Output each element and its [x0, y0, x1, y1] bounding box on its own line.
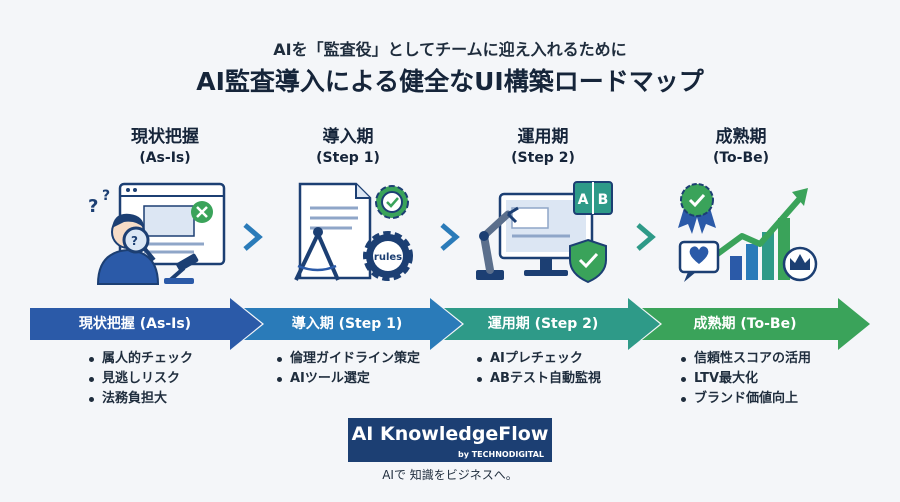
phase-sub: (Step 1) — [316, 150, 380, 166]
arrow-up-icon — [709, 188, 808, 261]
phase-name: 運用期 — [517, 127, 569, 147]
list-item: ブランド価値向上 — [678, 389, 811, 409]
bullet-list-as-is: 属人的チェック 見逃しリスク 法務負担大 — [86, 349, 193, 409]
phase-head-step2: 運用期 (Step 2) — [458, 126, 628, 168]
chevron-right-icon — [636, 223, 656, 251]
svg-text:?: ? — [88, 196, 98, 217]
list-item: AIツール選定 — [274, 369, 420, 389]
inspection-illustration: ? ? ? — [88, 182, 226, 285]
phase-head-step1: 導入期 (Step 1) — [263, 126, 433, 168]
shield-icon — [569, 238, 607, 284]
list-item: 信頼性スコアの活用 — [678, 349, 811, 369]
planning-illustration: rules — [294, 182, 413, 281]
list-item: 見逃しリスク — [86, 369, 193, 389]
bullet-list-step2: AIプレチェック ABテスト自動監視 — [474, 349, 601, 389]
roadmap-band — [30, 298, 870, 350]
phase-name: 現状把握 — [131, 127, 199, 147]
robot-arm-icon — [476, 206, 519, 280]
logo-byline: by TECHNODIGITAL — [458, 450, 544, 459]
question-marks-icon: ? ? — [88, 188, 110, 217]
page-title: AI監査導入による健全なUI構築ロードマップ — [196, 67, 704, 96]
chevron-right-icon — [440, 223, 460, 251]
crown-icon — [782, 246, 818, 282]
tagline: AIで 知識をビジネスへ。 — [382, 468, 518, 482]
list-item: 属人的チェック — [86, 349, 193, 369]
chevron-right-icon — [243, 223, 263, 251]
compass-icon — [294, 227, 340, 281]
rules-gear-icon: rules — [363, 231, 413, 281]
award-badge-icon — [678, 183, 716, 234]
gear-check-icon — [375, 185, 409, 219]
band-segment-step2 — [444, 298, 660, 350]
list-item: LTV最大化 — [678, 369, 811, 389]
document-icon — [298, 182, 372, 280]
phase-head-to-be: 成熟期 (To-Be) — [656, 126, 826, 168]
svg-text:?: ? — [102, 188, 110, 204]
svg-text:?: ? — [131, 234, 138, 248]
list-item: 法務負担大 — [86, 389, 193, 409]
list-item: 倫理ガイドライン策定 — [274, 349, 420, 369]
rules-label: rules — [374, 252, 402, 263]
logo-main-text: AI KnowledgeFlow — [351, 423, 549, 445]
band-segment-as-is — [30, 298, 262, 350]
gavel-icon — [164, 253, 199, 284]
bullet-list-to-be: 信頼性スコアの活用 LTV最大化 ブランド価値向上 — [678, 349, 811, 409]
subtitle: AIを「監査役」としてチームに迎え入れるために — [273, 40, 627, 59]
band-segment-step1 — [244, 298, 462, 350]
phase-head-as-is: 現状把握 (As-Is) — [80, 126, 250, 168]
band-label-step2: 運用期 (Step 2) — [487, 316, 599, 332]
close-icon — [191, 201, 213, 223]
bullet-list-step1: 倫理ガイドライン策定 AIツール選定 — [274, 349, 420, 389]
phase-sub: (As-Is) — [139, 150, 191, 166]
heart-message-icon — [678, 240, 720, 282]
list-item: ABテスト自動監視 — [474, 369, 601, 389]
magnifier-icon: ? — [122, 226, 156, 262]
list-item: AIプレチェック — [474, 349, 601, 369]
brand-logo: AI KnowledgeFlow by TECHNODIGITAL — [348, 418, 552, 462]
growth-illustration — [678, 183, 818, 282]
band-segment-to-be — [642, 298, 870, 350]
band-label-to-be: 成熟期 (To-Be) — [693, 316, 797, 332]
bar-growth-icon — [730, 218, 790, 280]
band-label-step1: 導入期 (Step 1) — [291, 316, 403, 332]
ab-b-label: B — [598, 192, 609, 208]
ab-test-icon: A B — [573, 181, 613, 215]
phase-sub: (To-Be) — [712, 150, 770, 166]
phase-name: 成熟期 — [715, 127, 767, 147]
ab-a-label: A — [578, 192, 589, 208]
phase-sub: (Step 2) — [511, 150, 575, 166]
operation-illustration: A B — [476, 181, 613, 284]
phase-name: 導入期 — [322, 127, 374, 147]
band-label-as-is: 現状把握 (As-Is) — [78, 316, 192, 332]
